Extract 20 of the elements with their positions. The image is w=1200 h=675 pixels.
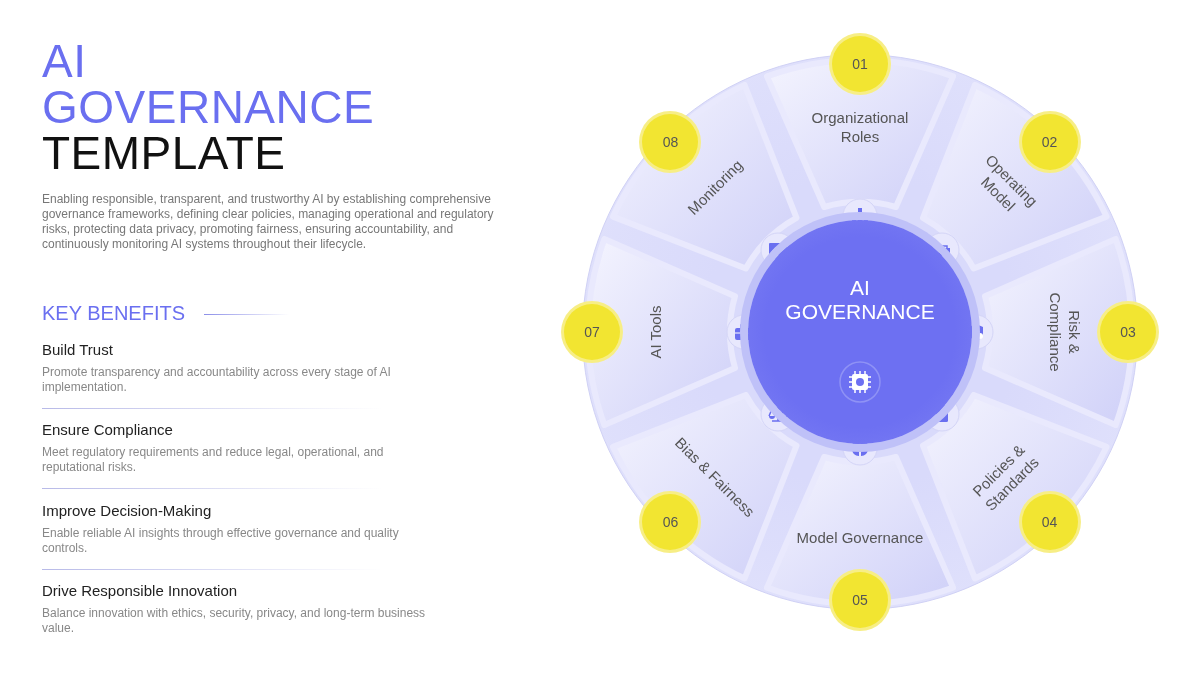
benefit-heading: Ensure Compliance [42,421,173,438]
segment-label: Model Governance [795,527,925,547]
benefit-heading: Improve Decision-Making [42,502,212,519]
description-text: Enabling responsible, transparent, and trustworthy AI by establishing comprehensive governance frameworks, defining clear policies, managing operational and regulatory risks, protecting data privacy, promoting fairness, ensuring accountability, and continuously monitoring AI systems throughout their lifecycle. [42,192,495,252]
title: AI GOVERNANCE TEMPLATE [42,38,376,176]
benefit-text: Enable reliable AI insights through effective governance and quality controls. [42,526,400,556]
section-heading: KEY BENEFITS [42,302,185,325]
center-label: AI GOVERNANCE [785,276,935,324]
number-badge: 05 [832,572,888,628]
number-badge: 07 [564,304,620,360]
benefit-heading: Build Trust [42,341,113,358]
benefit-text: Meet regulatory requirements and reduce legal, operational, and reputational risks. [42,445,385,475]
segment-label: Organizational Roles [810,108,910,146]
benefit-text: Balance innovation with ethics, security, privacy, and long-term business value. [42,606,427,636]
benefit-heading: Drive Responsible Innovation [42,582,238,599]
benefit-text: Promote transparency and accountability across every stage of AI implementation. [42,365,392,395]
number-badge: 03 [1100,304,1156,360]
segment-label: Risk & Compliance [1046,291,1084,374]
segment-label: AI Tools [645,304,665,361]
number-badge: 01 [832,36,888,92]
